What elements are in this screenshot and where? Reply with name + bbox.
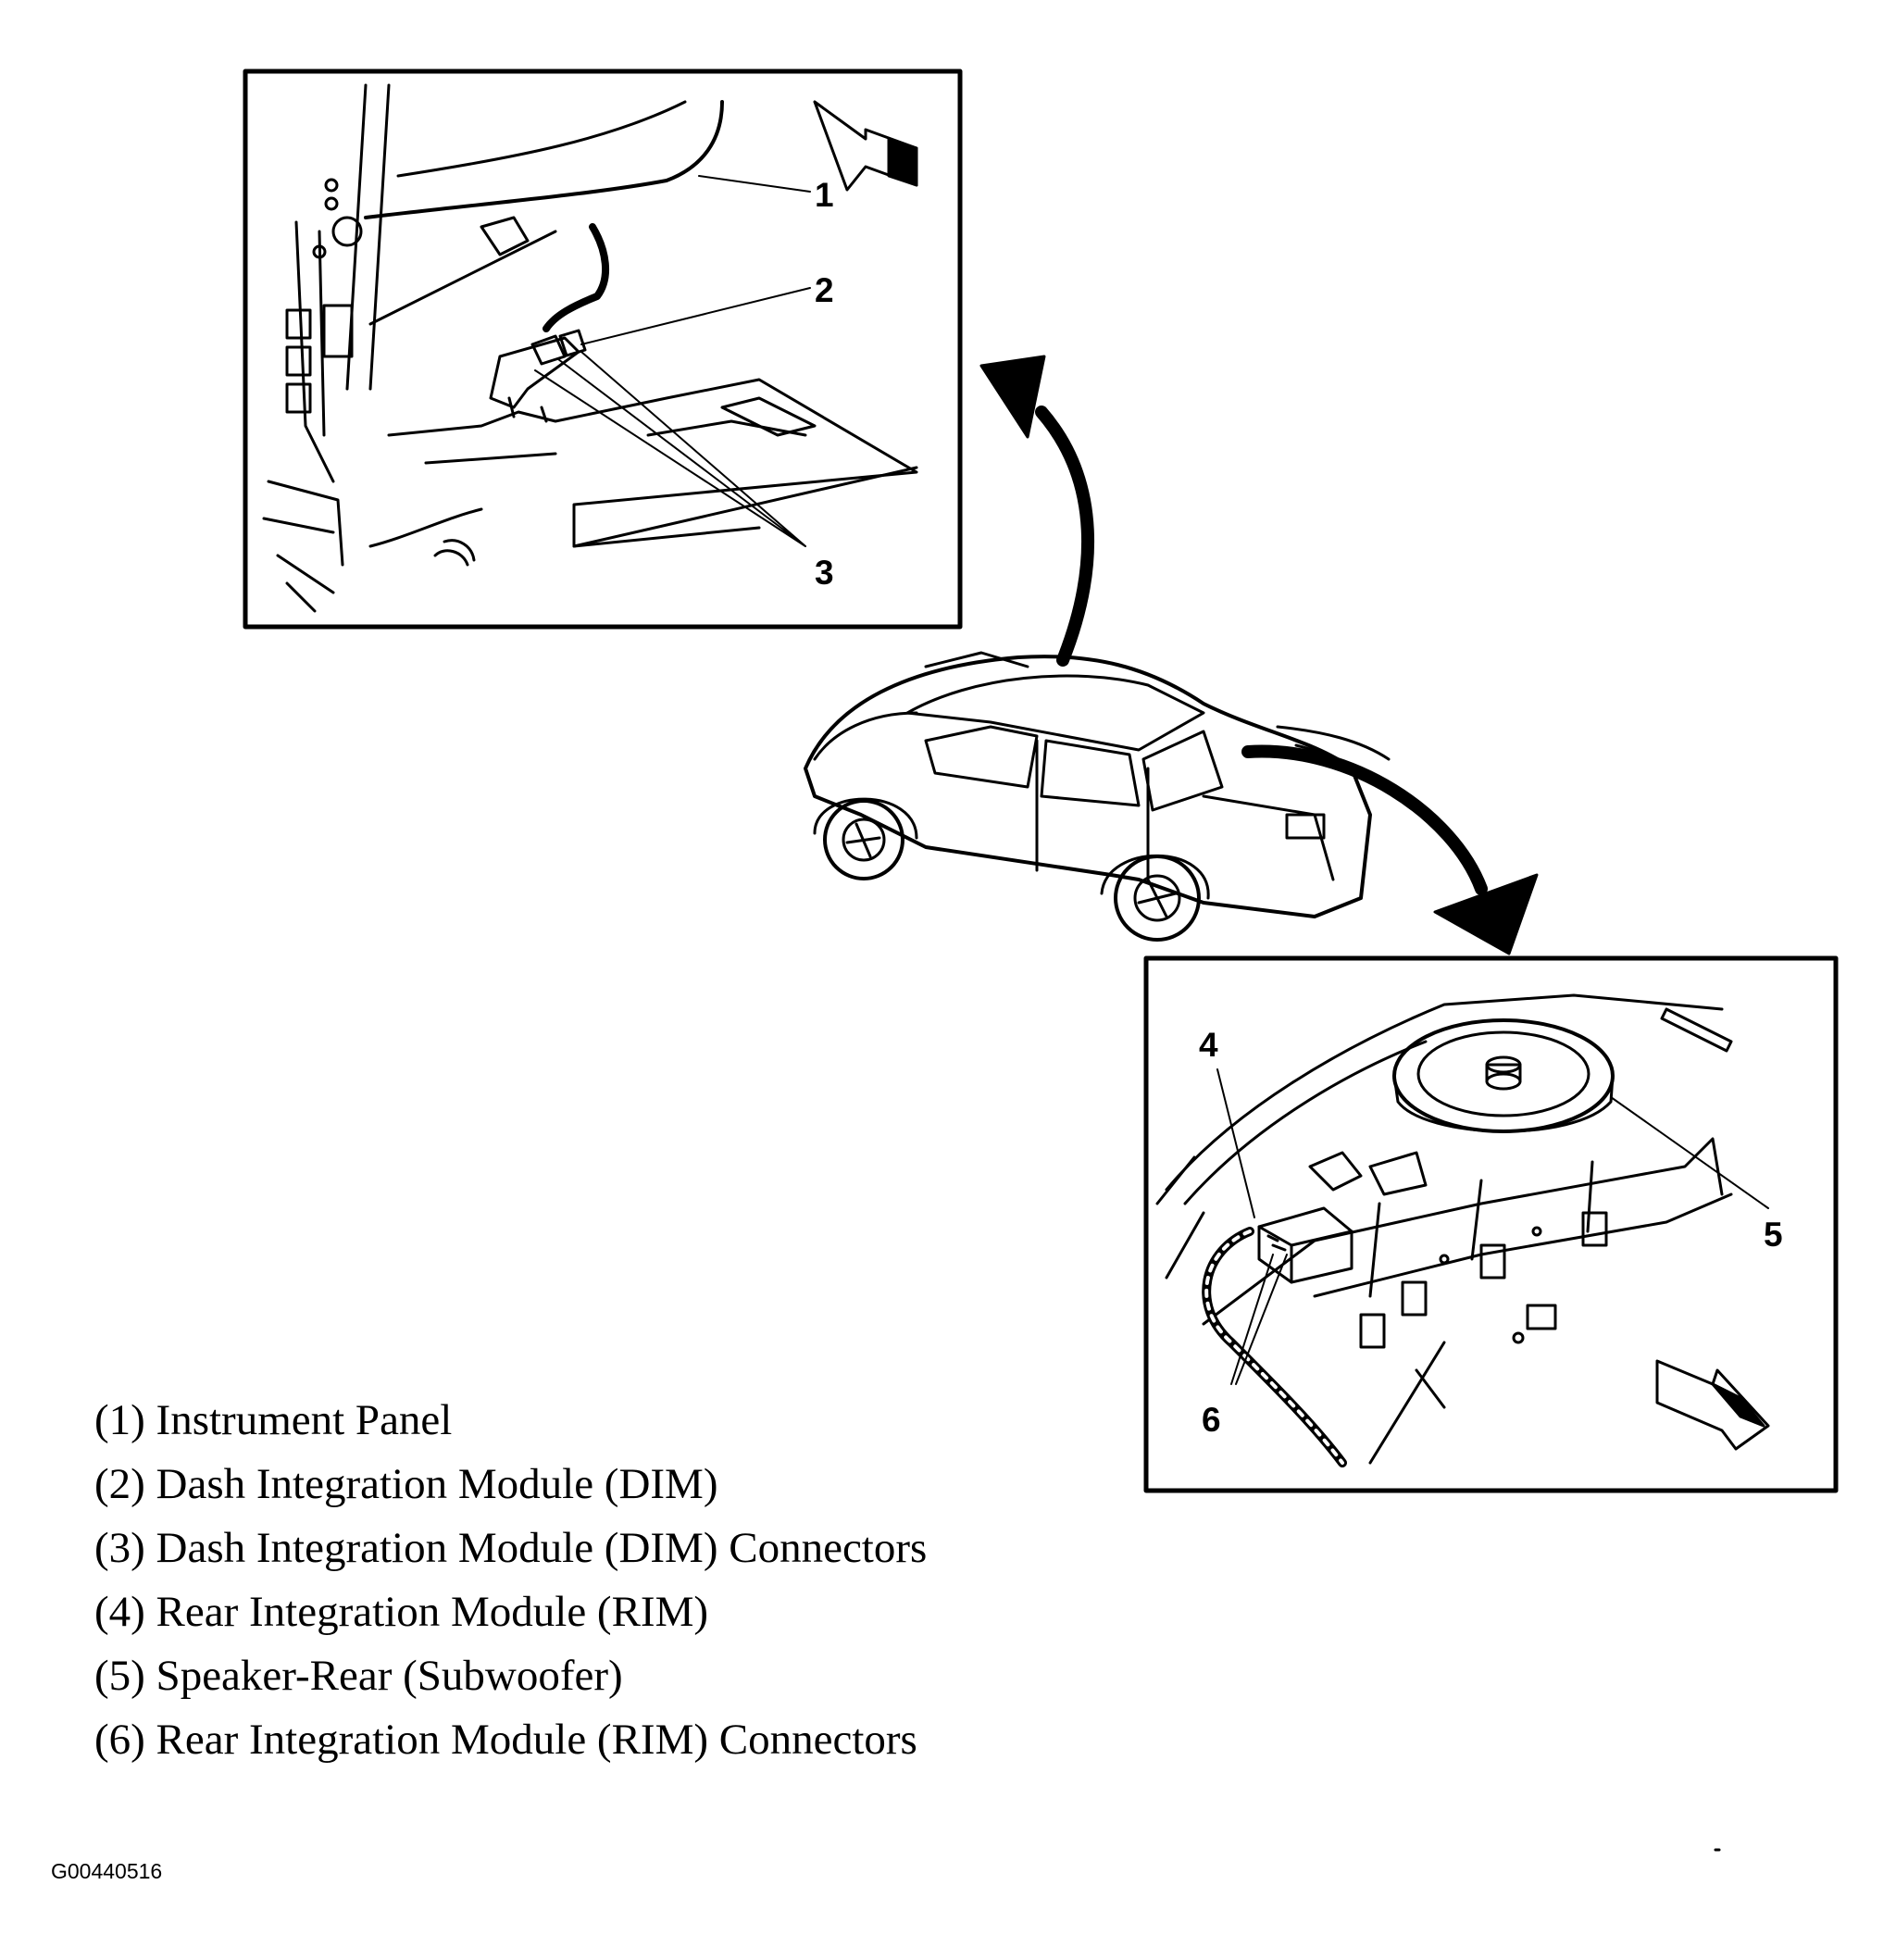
- legend: (1) Instrument Panel (2) Dash Integratio…: [94, 1389, 927, 1772]
- legend-item: (2) Dash Integration Module (DIM): [94, 1460, 718, 1508]
- legend-item: (1) Instrument Panel: [94, 1396, 453, 1444]
- figure-id: G00440516: [51, 1859, 163, 1883]
- legend-item: (4) Rear Integration Module (RIM): [94, 1588, 709, 1636]
- top-direction-arrow: [813, 100, 918, 192]
- top-inset-frame: [243, 69, 963, 630]
- bottom-inset-frame: [1143, 955, 1839, 1493]
- callout-2: 2: [815, 271, 834, 309]
- callout-4: 4: [1199, 1026, 1218, 1064]
- callout-5: 5: [1764, 1216, 1783, 1254]
- callout-3: 3: [815, 554, 834, 592]
- vehicle-overview: [804, 651, 1391, 942]
- callout-6: 6: [1202, 1401, 1221, 1439]
- legend-item: (6) Rear Integration Module (RIM) Connec…: [94, 1716, 917, 1764]
- bottom-direction-arrow: [1655, 1359, 1770, 1451]
- legend-item: (3) Dash Integration Module (DIM) Connec…: [94, 1524, 928, 1572]
- legend-item: (5) Speaker-Rear (Subwoofer): [94, 1652, 623, 1700]
- callout-1: 1: [815, 176, 834, 214]
